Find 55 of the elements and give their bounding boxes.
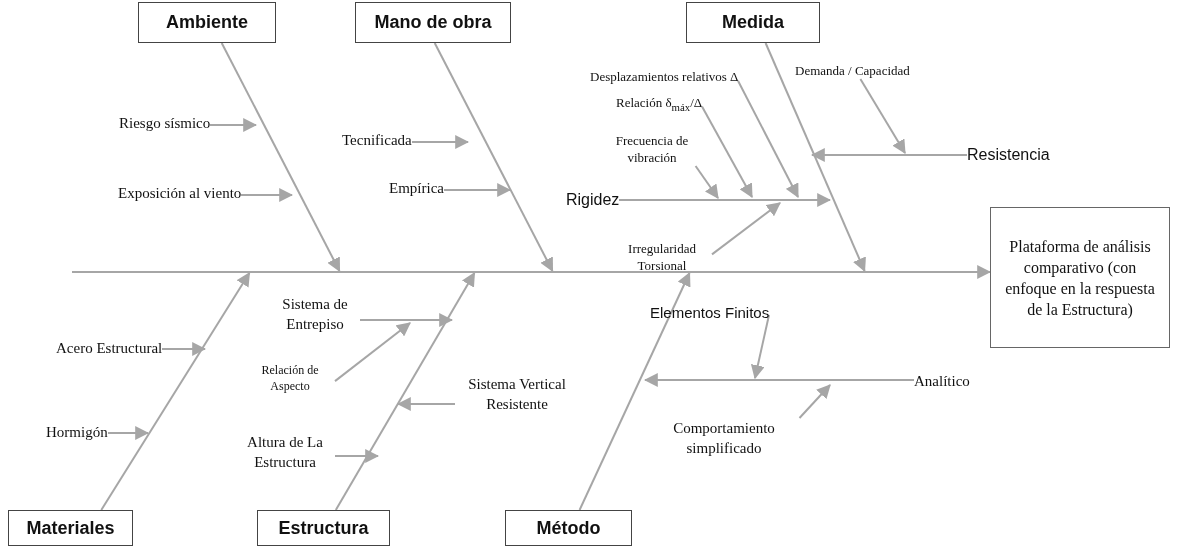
arrow (737, 79, 799, 199)
category-box: Ambiente (138, 2, 276, 43)
arrow (100, 272, 251, 511)
arrow (240, 188, 294, 202)
arrow (643, 373, 915, 387)
arrow (578, 271, 691, 511)
cause-label: Sistema de Entrepiso (270, 294, 360, 334)
cause-label: Demanda / Capacidad (795, 62, 910, 79)
arrow (396, 397, 456, 411)
category-box: Estructura (257, 510, 390, 546)
arrow (220, 42, 341, 273)
cause-label: Sistema Vertical Resistente (454, 374, 580, 414)
arrow (859, 78, 906, 154)
cause-label: Hormigón (46, 422, 108, 442)
category-box: Medida (686, 2, 820, 43)
arrow (967, 265, 992, 279)
cause-label: Rigidez (566, 189, 620, 210)
arrow (750, 314, 770, 380)
cause-label: Relación de Aspecto (245, 362, 335, 394)
arrow (694, 165, 719, 199)
cause-label: Empírica (389, 178, 444, 198)
spine-line (72, 271, 968, 273)
arrow (433, 42, 554, 273)
cause-label: Altura de La Estructura (235, 432, 335, 472)
arrow (411, 135, 470, 149)
arrow (711, 202, 781, 256)
arrow (334, 272, 476, 511)
cause-label: Irregularidad Torsional (612, 240, 712, 274)
arrow (107, 426, 150, 440)
effect-box: Plataforma de análisis comparativo (con enfoque en la respuesta de la Estructura) (990, 207, 1170, 348)
cause-label: Frecuencia de vibración (602, 132, 702, 166)
cause-label: Desplazamientos relativos Δ (590, 68, 739, 85)
arrow (359, 313, 454, 327)
arrow (810, 148, 968, 162)
arrow (161, 342, 207, 356)
cause-label: Tecnificada (342, 130, 412, 150)
cause-label: Acero Estructural (56, 338, 163, 358)
category-box: Método (505, 510, 632, 546)
arrow (334, 322, 411, 383)
cause-label: Elementos Finitos (650, 303, 770, 323)
category-box: Materiales (8, 510, 133, 546)
arrow (798, 384, 831, 419)
arrow (701, 105, 753, 198)
cause-label: Riesgo sísmico (119, 113, 211, 133)
arrow (209, 118, 258, 132)
arrow (764, 42, 866, 273)
arrow (334, 449, 380, 463)
cause-label: Resistencia (967, 144, 1050, 165)
cause-label: Comportamiento simplificado (644, 418, 804, 458)
arrow (618, 193, 832, 207)
cause-label: Exposición al viento (118, 183, 242, 203)
cause-label: Relación δ$_{máx}$/Δ (616, 94, 703, 116)
category-box: Mano de obra (355, 2, 511, 43)
cause-label: Analítico (914, 371, 970, 391)
arrow (443, 183, 512, 197)
